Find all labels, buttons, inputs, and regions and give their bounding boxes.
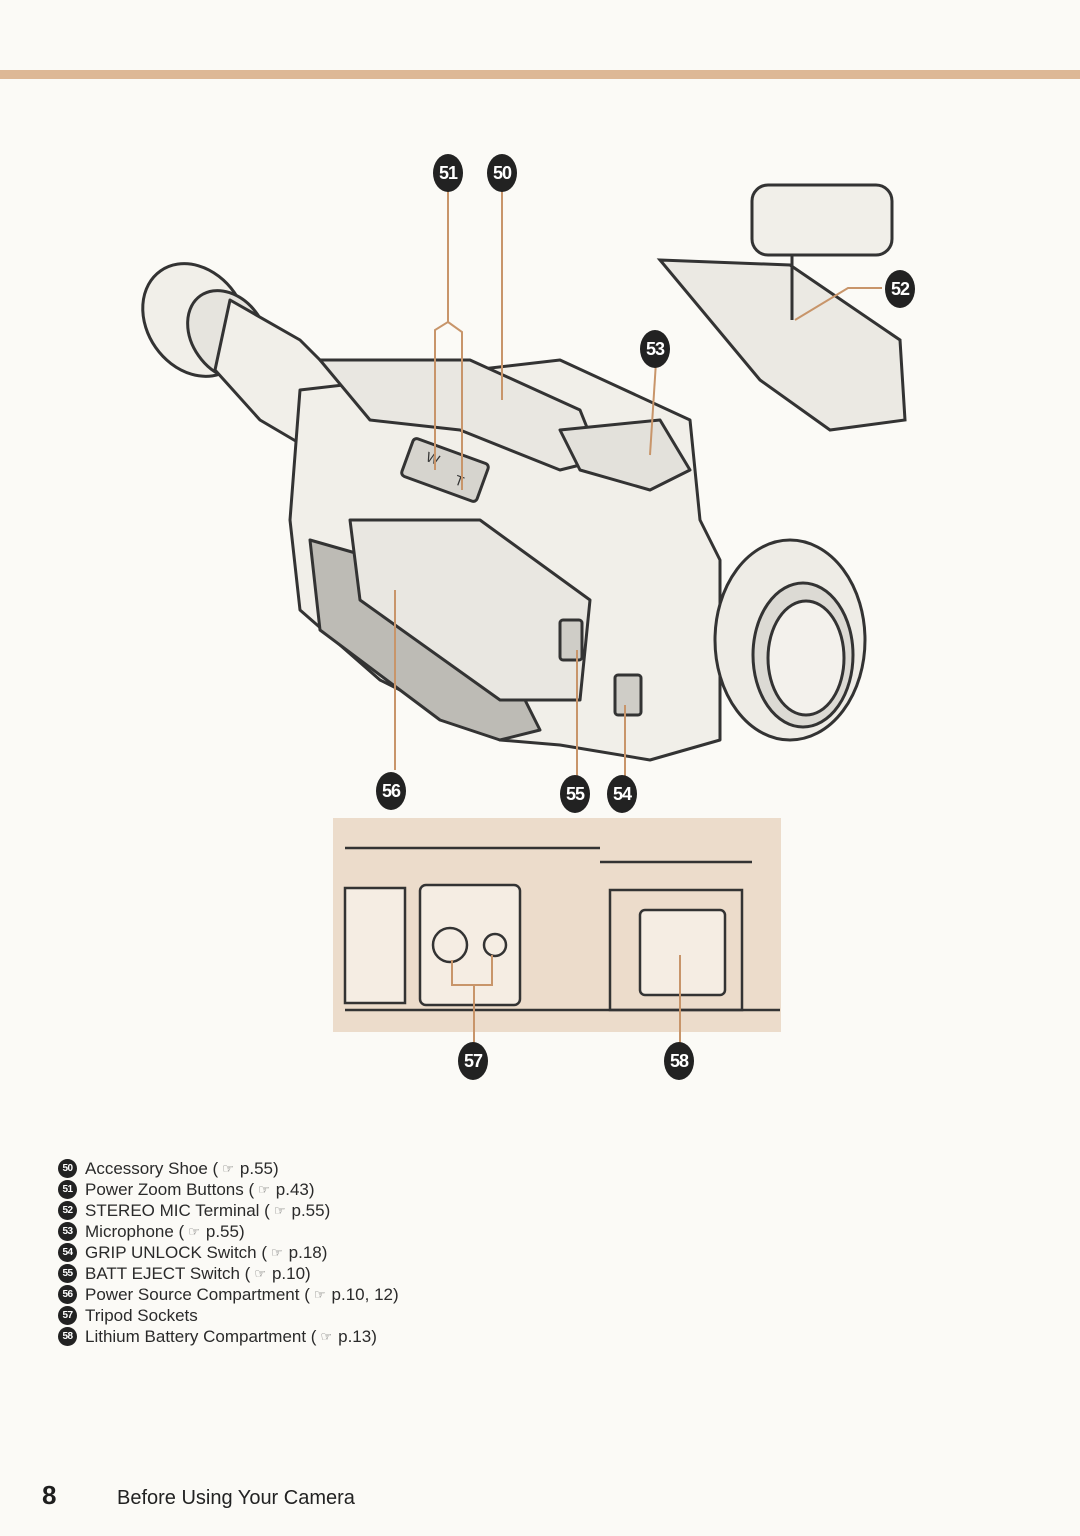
legend-label: GRIP UNLOCK Switch (: [85, 1242, 268, 1262]
zoom-buttons: [400, 437, 490, 503]
legend-ref: p.43): [275, 1179, 315, 1199]
legend-ref: p.55): [291, 1200, 331, 1220]
legend-item: 56 Power Source Compartment ( ☞ p.10, 12…: [58, 1284, 658, 1305]
pointing-hand-icon: ☞: [258, 1181, 270, 1197]
legend-number: 55: [58, 1264, 77, 1283]
legend-number: 56: [58, 1285, 77, 1304]
legend-number: 58: [58, 1327, 77, 1346]
callout-56: 56: [376, 772, 406, 810]
legend-label: Accessory Shoe (: [85, 1158, 219, 1178]
legend-number: 51: [58, 1180, 77, 1199]
legend-item: 51 Power Zoom Buttons ( ☞ p.43): [58, 1179, 658, 1200]
section-title: Before Using Your Camera: [117, 1487, 355, 1509]
legend-item: 52 STEREO MIC Terminal ( ☞ p.55): [58, 1200, 658, 1221]
legend-item: 50 Accessory Shoe ( ☞ p.55): [58, 1158, 658, 1179]
stereo-mic-detail: [656, 183, 907, 432]
zoom-w-label: W: [424, 448, 443, 468]
legend-number: 53: [58, 1222, 77, 1241]
tripod-socket-large: [431, 926, 469, 964]
pointing-hand-icon: ☞: [254, 1265, 266, 1281]
legend-number: 57: [58, 1306, 77, 1325]
legend-label: Power Source Compartment (: [85, 1284, 310, 1304]
legend-number: 50: [58, 1159, 77, 1178]
legend-label: Lithium Battery Compartment (: [85, 1326, 317, 1346]
lithium-battery-door: [638, 908, 727, 997]
legend-label: Microphone (: [85, 1221, 185, 1241]
legend-number: 54: [58, 1243, 77, 1262]
page-footer: 8 Before Using Your Camera: [42, 1480, 355, 1511]
camcorder-illustration: W T: [141, 183, 907, 1048]
pointing-hand-icon: ☞: [222, 1160, 234, 1176]
legend-ref: p.55): [239, 1158, 279, 1178]
header-rule: [0, 70, 1080, 79]
callout-54: 54: [607, 775, 637, 813]
legend-ref: p.10): [271, 1263, 311, 1283]
legend-ref: p.10, 12): [331, 1284, 399, 1304]
legend-item: 57 Tripod Sockets: [58, 1305, 658, 1326]
legend-label: Tripod Sockets: [85, 1305, 198, 1325]
pointing-hand-icon: ☞: [320, 1328, 333, 1344]
batt-eject-switch: [558, 618, 584, 662]
legend-item: 54 GRIP UNLOCK Switch ( ☞ p.18): [58, 1242, 658, 1263]
lens-glass: [766, 599, 846, 717]
pointing-hand-icon: ☞: [188, 1223, 200, 1239]
legend-number: 52: [58, 1201, 77, 1220]
legend-item: 53 Microphone ( ☞ p.55): [58, 1221, 658, 1242]
parts-legend: 50 Accessory Shoe ( ☞ p.55) 51 Power Zoo…: [58, 1158, 658, 1347]
grip-unlock-switch: [613, 673, 643, 717]
callout-52: 52: [885, 270, 915, 308]
legend-label: BATT EJECT Switch (: [85, 1263, 251, 1283]
callout-57: 57: [458, 1042, 488, 1080]
callout-51: 51: [433, 154, 463, 192]
legend-ref: p.55): [205, 1221, 245, 1241]
callout-55: 55: [560, 775, 590, 813]
grip-panel: [348, 518, 592, 702]
callout-58: 58: [664, 1042, 694, 1080]
legend-item: 55 BATT EJECT Switch ( ☞ p.10): [58, 1263, 658, 1284]
tripod-socket-panel: [418, 883, 522, 1007]
legend-label: Power Zoom Buttons (: [85, 1179, 255, 1199]
pointing-hand-icon: ☞: [273, 1202, 286, 1218]
page-number: 8: [42, 1480, 57, 1510]
microphone: [558, 418, 692, 492]
tripod-socket-small: [482, 932, 508, 958]
legend-ref: p.13): [338, 1326, 377, 1346]
legend-label: STEREO MIC Terminal (: [85, 1200, 270, 1220]
legend-ref: p.18): [288, 1242, 328, 1262]
pointing-hand-icon: ☞: [271, 1244, 283, 1260]
callout-53: 53: [640, 330, 670, 368]
legend-item: 58 Lithium Battery Compartment ( ☞ p.13): [58, 1326, 658, 1347]
callout-50: 50: [487, 154, 517, 192]
pointing-hand-icon: ☞: [313, 1286, 326, 1302]
